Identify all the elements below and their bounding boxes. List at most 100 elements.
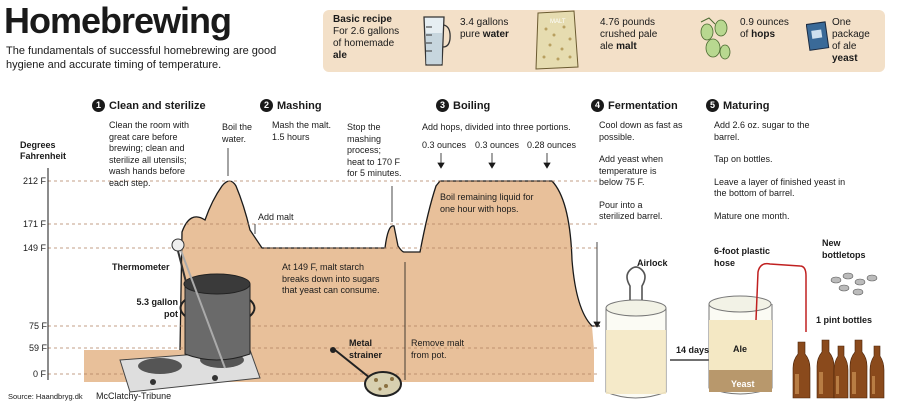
step-text-line: temperature is [599,165,657,176]
note-line: Remove malt [411,338,465,348]
step-text-line: the bottom of barrel. [714,188,795,198]
measuring-jug-icon [423,16,451,66]
y-axis-title-line: Degrees [20,140,56,150]
step-text-line: each step. [109,177,151,188]
malt-bag-icon: MALT [535,10,579,70]
hops-line: hops [751,29,776,40]
bottletops-label: New bottletops [822,238,866,261]
add-malt-note: Add malt [258,212,294,222]
label-line: New [822,238,841,248]
step-text-line: below 75 F. [599,177,645,187]
recipe-panel [323,10,885,72]
y-tick-59: 59 F [29,343,48,353]
source-credit: Source: Haandbryg.dk [8,392,83,401]
thermometer-icon [171,238,187,283]
label-line: strainer [349,349,383,360]
step-3: 3 Boiling [436,99,490,112]
bottles-label: 1 pint bottles [816,315,872,325]
hops-line: of [740,29,749,40]
boil-water-note: Boil the water. [222,122,252,145]
starch-note: At 149 F, malt starch breaks down into s… [282,262,380,297]
label-line: Metal [349,338,373,348]
note-line: Boil remaining liquid for [440,192,534,202]
y-tick-212: 212 F [23,176,47,186]
step-text-line: Add 2.6 oz. sugar to the [714,120,810,130]
y-tick-149: 149 F [23,243,47,253]
step-text-line: barrel. [714,131,740,142]
days-label: 14 days [676,345,710,355]
label-line: hose [714,257,736,268]
recipe-summary: Basic recipe For 2.6 gallons of homemade… [333,14,399,62]
recipe-line: For 2.6 gallons [333,26,400,37]
step-title: Clean and sterilize [109,100,206,112]
page-title: Homebrewing [4,0,232,41]
step-text-line: sterilized barrel. [599,211,663,221]
note-line: At 149 F, malt starch [282,262,365,272]
step-text-line: Pour into a [599,199,643,210]
step-5: 5 Maturing Add 2.6 oz. sugar to the barre… [706,99,845,222]
yeast-line: yeast [832,53,858,64]
ale-layer-label: Ale [733,344,748,354]
hops-icon [700,17,731,60]
hops-portion-1: 0.3 ounces [422,140,467,150]
malt-line: 4.76 pounds [600,17,656,28]
note-line: Boil the [222,122,253,132]
step-text-line: 1.5 hours [272,131,310,142]
note-line: process; [347,145,382,155]
label-line: pot [164,308,178,319]
note-line: that yeast can consume. [282,285,380,295]
agency-credit: McClatchy-Tribune [96,391,172,401]
step-text-line: great care before [109,131,178,142]
y-tick-171: 171 F [23,219,47,229]
fermentation-barrel [605,266,667,399]
note-line: breaks down into sugars [282,273,380,284]
step-title: Fermentation [608,100,678,112]
step-text-line: possible. [599,131,635,142]
step-title: Mashing [277,100,322,112]
step-text-line: wash hands before [109,166,186,176]
step-4: 4 Fermentation Cool down as fast as possi… [591,99,683,223]
bottletops-icon [830,272,878,296]
step-text-line: Clean the room with [109,120,190,130]
malt-amount: 4.76 pounds crushed pale ale malt [600,17,657,53]
yeast-line: package [832,29,870,40]
note-line: one hour with hops. [440,203,519,214]
metal-strainer-icon [330,347,402,397]
recipe-line: of homemade [333,38,395,49]
water-line: water [482,29,509,40]
stop-mashing-note: Stop the mashing process; heat to 170 F … [347,122,402,180]
malt-line: malt [616,41,637,52]
step-text-line: brewing; clean and [109,143,185,153]
yeast-line: One [832,17,851,28]
step-number: 4 [591,99,604,112]
step-title: Maturing [723,100,770,112]
y-tick-0: 0 F [33,369,47,379]
boil-remaining-note: Boil remaining liquid for one hour with … [440,192,534,215]
step-number: 3 [436,99,449,112]
step-title: Boiling [453,100,491,112]
y-tick-75: 75 F [29,321,48,331]
step-text-line: Cool down as fast as [599,120,683,130]
y-axis-title-line: Fahrenheit [20,151,67,161]
note-line: Stop the [347,122,381,132]
malt-line: crushed pale [600,29,658,40]
step-number: 5 [706,99,719,112]
remove-malt-note: Remove malt from pot. [411,338,464,361]
maturing-barrel [708,262,807,395]
note-line: for 5 minutes. [347,168,402,178]
note-line: water. [222,133,247,144]
hops-portion-2: 0.3 ounces [475,140,520,150]
subtitle: The fundamentals of successful homebrewi… [6,45,277,71]
step-text-line: Mature one month. [714,210,790,221]
step-text-line: Mash the malt. [272,120,332,130]
hops-amount: 0.9 ounces of hops [740,17,789,41]
airlock-label: Airlock [637,258,668,268]
water-line: 3.4 gallons [460,17,509,28]
water-line: pure [460,29,481,40]
pointer-lines [227,148,601,380]
label-line: 5.3 gallon [136,297,178,307]
label-line: 6-foot plastic [714,246,771,256]
